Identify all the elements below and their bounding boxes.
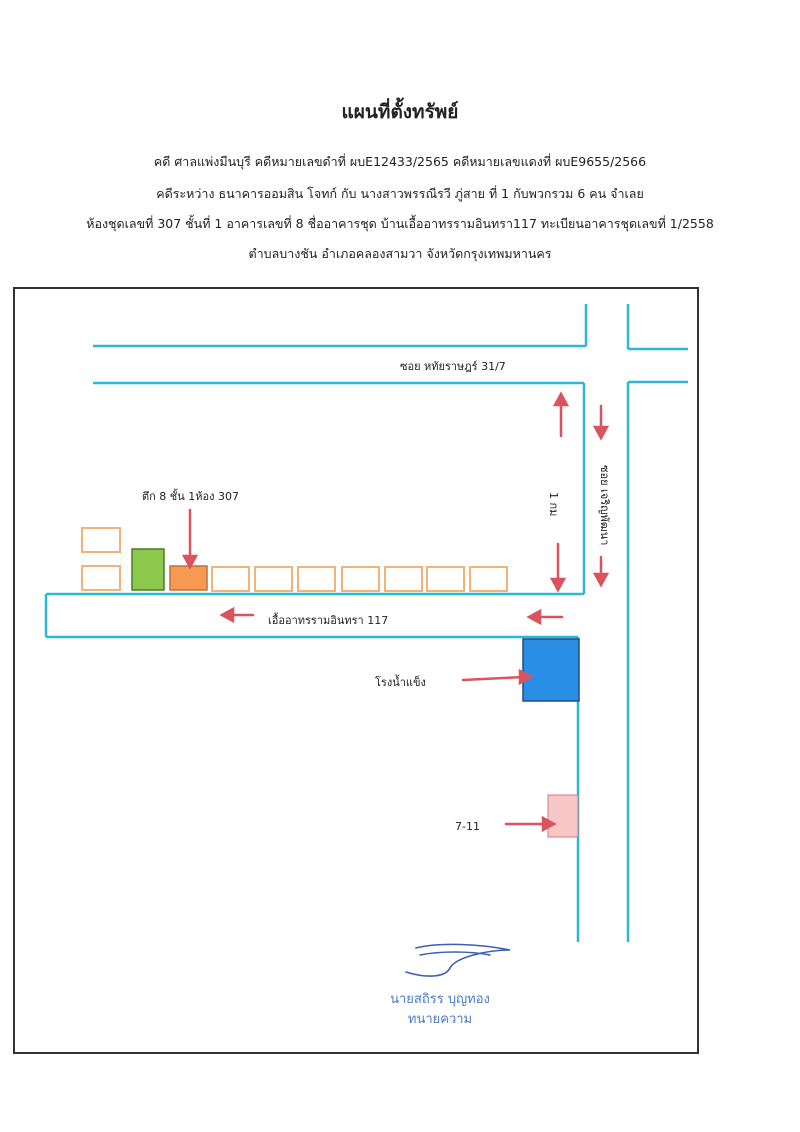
map-border <box>13 287 699 1054</box>
arrow-head <box>219 606 235 624</box>
store-label: 7-11 <box>455 820 480 833</box>
unit-line: ห้องชุดเลขที่ 307 ชั้นที่ 1 อาคารเลขที่ … <box>86 216 714 231</box>
target-unit-307 <box>169 565 208 591</box>
arrow-head <box>541 815 557 833</box>
signature-mark <box>405 943 511 977</box>
building-unit <box>426 566 465 592</box>
case-line: คดี ศาลแพ่งมีนบุรี คดีหมายเลขดำที่ ผบE12… <box>153 154 647 169</box>
arrow-head <box>181 554 199 570</box>
parties-line: คดีระหว่าง ธนาคารออมสิน โจทก์ กับ นางสาว… <box>156 186 644 201</box>
ice-factory-block <box>522 638 580 702</box>
signature-block: นายสถิรร บุญทอง ทนายความ <box>370 990 510 1030</box>
arrow-head <box>592 425 610 441</box>
building-row <box>81 527 508 592</box>
distance-label: 1 กม <box>547 492 560 516</box>
building-unit <box>469 566 508 592</box>
signer-name: นายสถิรร บุญทอง <box>390 992 490 1007</box>
arrow-head <box>549 577 567 593</box>
ice-factory-label: โรงน้ำแข็ง <box>375 674 426 689</box>
building-unit <box>297 566 336 592</box>
arrow-head <box>552 391 570 407</box>
main-road-label: เอื้ออาทรรามอินทรา 117 <box>268 612 388 627</box>
arrow-head <box>526 608 542 626</box>
building-unit <box>341 566 380 592</box>
arrow-shaft <box>461 675 526 682</box>
signer-role: ทนายความ <box>407 1012 473 1027</box>
building-label: ตึก 8 ชั้น 1ห้อง 307 <box>142 488 239 503</box>
soi-vertical-label: ซอย เจริญพัฒนา <box>598 465 611 545</box>
building-unit <box>384 566 423 592</box>
soi-north-label: ซอย หทัยราษฎร์ 31/7 <box>400 360 506 373</box>
page-title: แผนที่ตั้งทรัพย์ <box>341 101 459 123</box>
building-unit <box>211 566 250 592</box>
building-unit <box>254 566 293 592</box>
arrow-head <box>592 572 610 588</box>
arrows <box>181 391 610 833</box>
store-block <box>547 794 579 838</box>
green-building <box>131 548 165 591</box>
road-network <box>44 304 688 942</box>
building-unit <box>81 565 121 591</box>
location-line: ตำบลบางชัน อำเภอคลองสามวา จังหวัดกรุงเทพ… <box>248 246 552 261</box>
building-unit <box>81 527 121 553</box>
arrow-head <box>518 668 534 686</box>
